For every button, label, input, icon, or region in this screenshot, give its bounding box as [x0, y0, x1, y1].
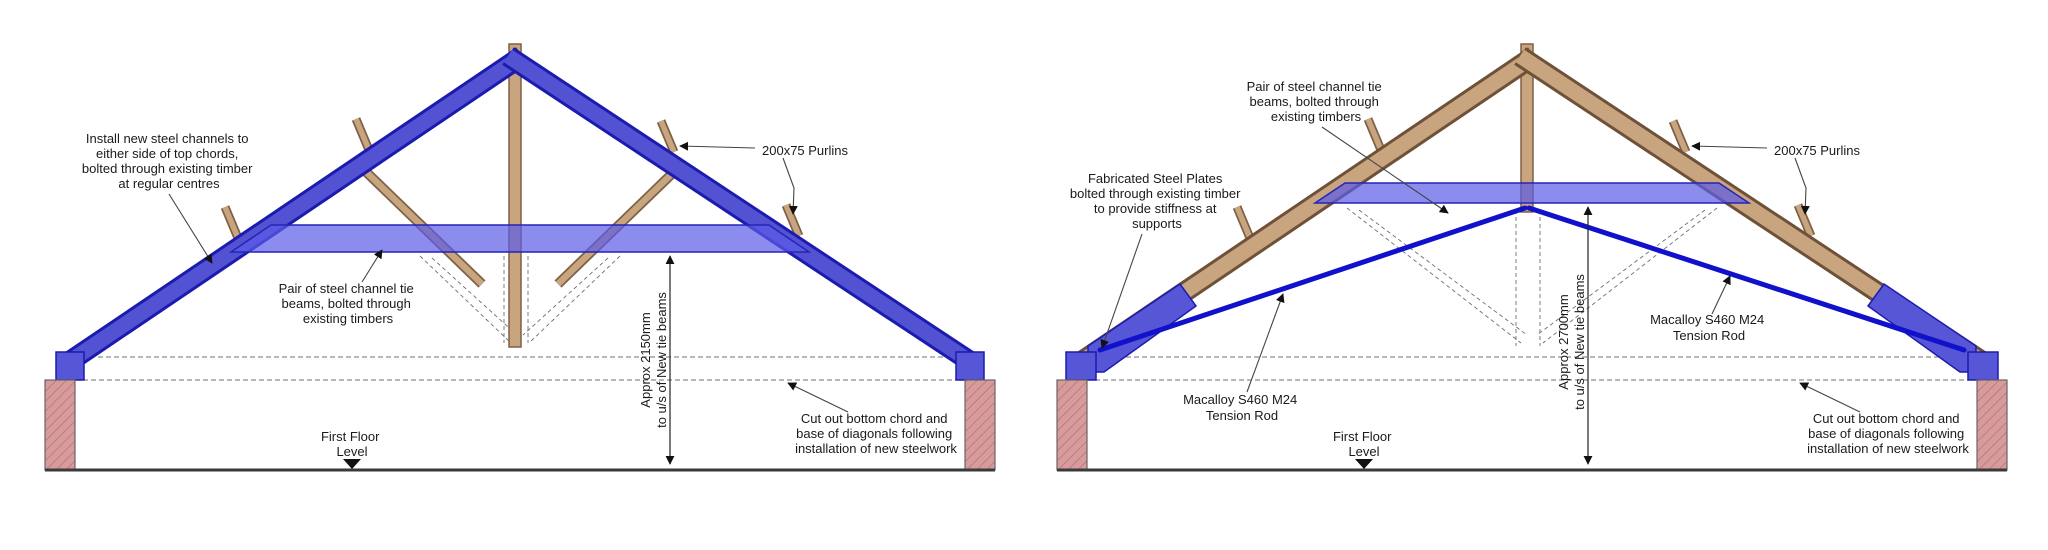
steel-tie-beam-band [1312, 182, 1752, 204]
purlin [1368, 119, 1381, 150]
king-post [508, 43, 522, 348]
cut-out-label: Cut out bottom chord and base of diagona… [1799, 382, 1969, 456]
purlins-label: 200x75 Purlins [1691, 141, 1860, 215]
tie-beams-label: Pair of steel channel tie beams, bolted … [1247, 79, 1449, 214]
fabricated-steel-plate-left [1065, 282, 1198, 381]
purlin [356, 119, 369, 150]
purlin [225, 207, 238, 238]
removed-members-dashed-lines [1087, 207, 1977, 381]
svg-text:Cut out bottom chord and: Cut out bottom chord and base of diagona… [795, 411, 957, 456]
svg-text:Fabricated Steel Plates: Fabricated Steel Plates bolted through e… [1070, 171, 1244, 231]
tension-rod-label-left: Macalloy S460 M24 Tension Rod [1183, 293, 1301, 423]
svg-text:Pair of steel channel tie: Pair of steel channel tie beams, bolted … [279, 281, 418, 326]
svg-text:200x75 Purlins: 200x75 Purlins [762, 143, 848, 158]
svg-text:Macalloy S460 M24 Tensio: Macalloy S460 M24 Tension Rod [1650, 312, 1768, 343]
cut-out-label: Cut out bottom chord and base of diagona… [787, 382, 957, 456]
svg-text:Install new steel channels to: Install new steel channels to either sid… [82, 131, 256, 191]
svg-text:Cut out bottom chord and: Cut out bottom chord and base of diagona… [1807, 411, 1969, 456]
dimension-2700mm: Approx 2700mm to u/s of New tie beams [1556, 206, 1593, 465]
svg-text:200x75 Purlins: 200x75 Purlins [1774, 143, 1860, 158]
dimension-2150mm: Approx 2150mm to u/s of New tie beams [638, 255, 675, 465]
diagram-steel-channels-truss: Approx 2150mm to u/s of New tie beams In… [44, 43, 996, 472]
tension-rod-left [1097, 205, 1528, 353]
purlins-label: 200x75 Purlins [679, 141, 848, 215]
dimension-text-line1: Approx 2700mm [1556, 294, 1571, 389]
wall-right [964, 379, 996, 471]
steel-channel-rafter-left [60, 47, 528, 373]
install-channels-label: Install new steel channels to either sid… [82, 131, 256, 264]
dimension-text-line2: to u/s of New tie beams [654, 292, 669, 428]
tie-beams-label: Pair of steel channel tie beams, bolted … [279, 249, 418, 326]
king-post [1520, 43, 1534, 213]
floor-level-marker [1355, 459, 1373, 469]
dimension-text-line1: Approx 2150mm [638, 312, 653, 407]
svg-text:First Floor Level: First Floor Level [321, 429, 383, 459]
first-floor-label: First Floor Level [321, 429, 383, 459]
wall-left [1056, 379, 1088, 471]
purlin [1237, 207, 1250, 238]
steel-plates-label: Fabricated Steel Plates bolted through e… [1070, 171, 1244, 349]
dimension-text-line2: to u/s of New tie beams [1572, 274, 1587, 410]
first-floor-label: First Floor Level [1333, 429, 1395, 459]
steel-tie-beam-band [228, 224, 812, 253]
eave-steel-block-right [955, 351, 985, 381]
tension-rod-label-right: Macalloy S460 M24 Tension Rod [1650, 275, 1768, 343]
eave-steel-block-left [55, 351, 85, 381]
removed-members-dashed-lines [75, 255, 965, 381]
svg-text:Pair of steel channel tie: Pair of steel channel tie beams, bolted … [1247, 79, 1386, 124]
wall-right [1976, 379, 2008, 471]
tension-rod-right [1526, 205, 1967, 353]
svg-text:First Floor Level: First Floor Level [1333, 429, 1395, 459]
wall-left [44, 379, 76, 471]
diagram-tension-rod-truss: Approx 2700mm to u/s of New tie beams Pa… [1056, 43, 2008, 472]
svg-text:Macalloy S460 M24 Tensio: Macalloy S460 M24 Tension Rod [1183, 392, 1301, 423]
floor-level-marker [343, 459, 361, 469]
steel-channel-rafter-right [502, 47, 980, 373]
fabricated-steel-plate-right [1866, 282, 1999, 381]
